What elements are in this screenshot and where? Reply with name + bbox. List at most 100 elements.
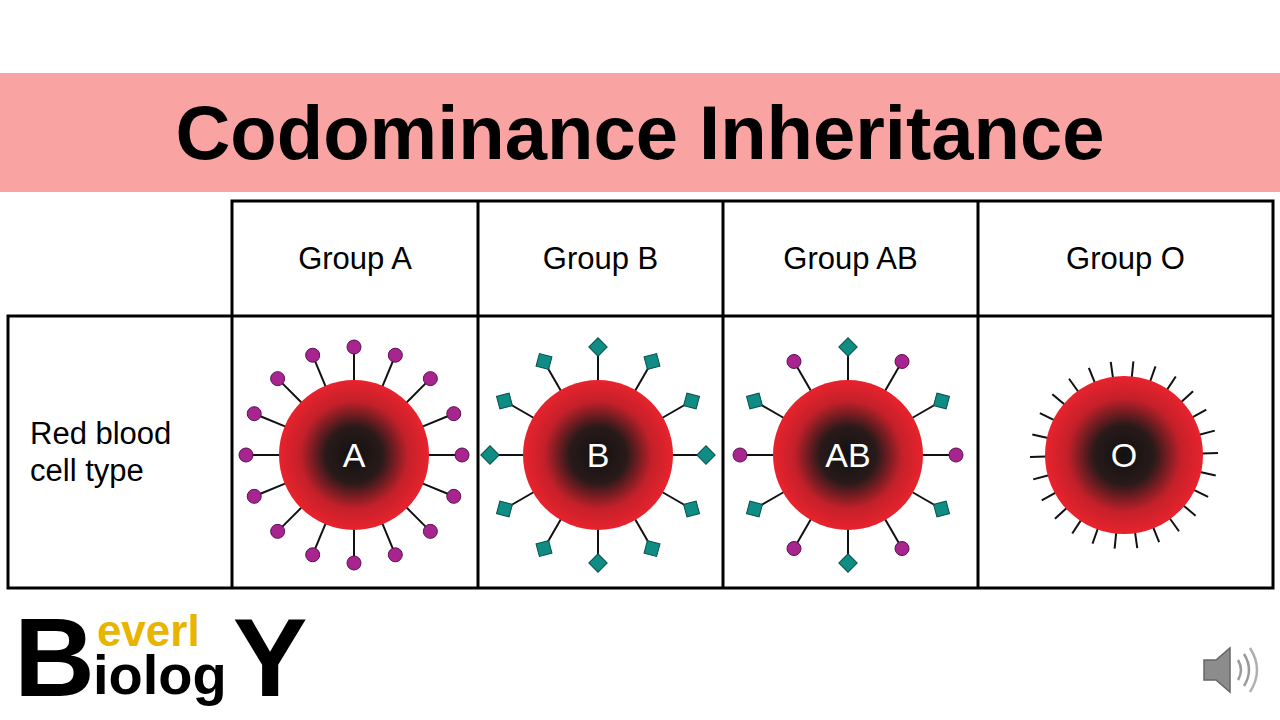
antigen-a [787,354,801,368]
antigen-stalk [1153,527,1159,542]
antigen-stalk [746,454,774,456]
antigen-a [447,407,461,421]
antigen-stalk [662,404,686,418]
antigen-b [481,446,499,464]
antigen-stalk [315,523,326,549]
logo-letter-box: Y [233,603,323,713]
logo-letter-box: B [14,603,104,713]
column-header-box: Group O [978,201,1273,316]
antigen-stalk [252,454,280,456]
red-blood-cell: B [522,379,674,531]
antigen-stalk [1167,377,1176,390]
column-header: Group O [1066,240,1185,277]
antigen-stalk [885,367,899,391]
antigen-a [247,489,261,503]
antigen-stalk [1032,434,1048,438]
antigen-a [388,548,402,562]
antigen-stalk [912,492,936,506]
antigen-stalk [1202,452,1218,454]
column-header: Group B [543,240,658,277]
antigen-b [589,554,607,572]
antigen-stalk [1111,362,1113,378]
antigen-stalk [428,454,456,456]
antigen-b [536,541,552,557]
antigen-b [497,393,513,409]
antigen-stalk [510,492,534,506]
antigen-stalk [1089,368,1095,383]
column-header: Group A [298,240,412,277]
antigen-stalk [1040,413,1054,420]
cell-label: O [1111,436,1137,475]
antigen-b [589,338,607,356]
antigen-stalk [1200,472,1216,476]
antigen-a [423,372,437,386]
antigen-stalk [422,416,448,427]
antigen-stalk [672,454,700,456]
antigen-stalk [282,383,302,403]
antigen-stalk [422,483,448,494]
antigen-stalk [406,507,426,527]
antigen-stalk [1052,394,1064,404]
antigen-b [497,501,513,517]
antigen-stalk [797,367,811,391]
table-grid [8,201,1273,588]
antigen-stalk [597,353,599,381]
antigen-stalk [635,519,649,543]
antigen-a [306,348,320,362]
antigen-stalk [1132,361,1134,377]
cell-label: B [587,436,610,475]
antigen-stalk [1135,532,1137,548]
cell-body [523,380,673,530]
antigen-stalk [1093,528,1098,543]
antigen-stalk [406,383,426,403]
red-blood-cell: AB [772,379,924,531]
antigen-b [934,501,950,517]
antigen-a [733,448,747,462]
antigen-b [747,393,763,409]
antigen-stalk [1181,391,1193,402]
antigen-a [455,448,469,462]
antigen-stalk [315,361,326,387]
antigen-stalk [847,529,849,557]
antigen-stalk [547,367,561,391]
antigen-b [644,541,660,557]
antigen-stalk [510,404,534,418]
logo-text-box: iolog [93,642,243,708]
logo-text: iolog [93,647,227,703]
antigen-b [684,501,700,517]
antigen-b [684,393,700,409]
logo-letter: B [14,602,95,714]
cell-body [1045,376,1203,534]
antigen-stalk [662,492,686,506]
antigen-stalk [760,404,784,418]
antigen-a [949,448,963,462]
antigen-stalk [1192,410,1206,418]
red-blood-cell: O [1044,375,1204,535]
antigen-b [839,338,857,356]
antigen-stalk [496,454,524,456]
antigen-a [895,354,909,368]
antigen-b [934,393,950,409]
cell-label: AB [825,436,870,475]
antigen-a [306,548,320,562]
antigen-stalk [885,519,899,543]
antigen-stalk [597,529,599,557]
logo-letter: Y [233,602,308,714]
antigen-stalk [353,529,355,557]
antigen-b [536,354,552,370]
antigen-a [895,542,909,556]
antigen-stalk [1199,431,1214,435]
cell-body [279,380,429,530]
title-band [0,73,1280,192]
antigen-a [347,556,361,570]
antigen-stalk [1033,475,1048,479]
antigen-stalk [353,353,355,381]
antigen-a [239,448,253,462]
column-header-box: Group AB [723,201,978,316]
antigen-b [697,446,715,464]
antigen-stalk [1030,456,1046,458]
title: Codominance Inheritance [175,89,1104,176]
antigen-stalk [1069,379,1078,392]
antigen-spikes [239,338,1218,572]
antigen-b [839,554,857,572]
